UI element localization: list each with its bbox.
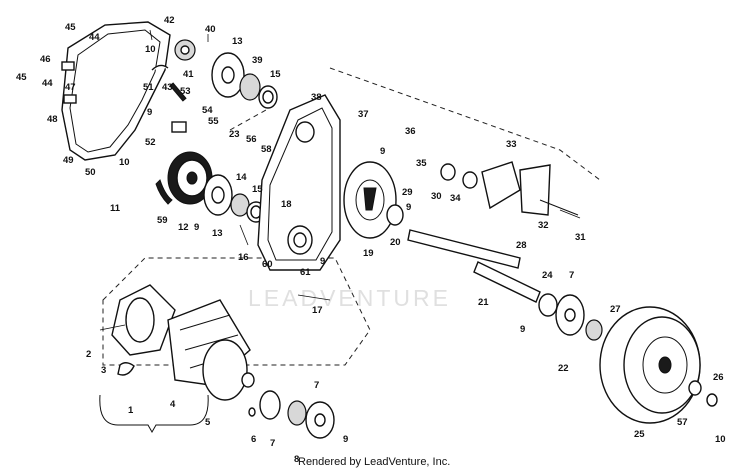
callout-35: 35 (416, 158, 427, 169)
callout-2: 2 (86, 349, 91, 360)
callout-22: 22 (558, 363, 569, 374)
callout-41: 41 (183, 69, 194, 80)
callout-54: 54 (202, 105, 213, 116)
large-sprocket (155, 151, 213, 205)
callout-47: 47 (65, 82, 76, 93)
callout-9: 9 (194, 222, 199, 233)
callout-51: 51 (143, 82, 154, 93)
lower-right-bearings (248, 390, 335, 439)
callout-7: 7 (569, 270, 574, 281)
drive-shaft-assembly (111, 284, 255, 401)
callout-39: 39 (252, 55, 263, 66)
callout-13: 13 (212, 228, 223, 239)
callout-29: 29 (402, 187, 413, 198)
dashed-outlines (102, 67, 601, 366)
callout-28: 28 (516, 240, 527, 251)
callout-12: 12 (178, 222, 189, 233)
callout-18: 18 (281, 199, 292, 210)
callout-25: 25 (634, 429, 645, 440)
callout-60: 60 (262, 259, 273, 270)
tensioner-parts (151, 64, 187, 133)
callout-16: 16 (238, 252, 249, 263)
callout-56: 56 (246, 134, 257, 145)
callout-33: 33 (506, 139, 517, 150)
callout-58: 58 (261, 144, 272, 155)
callout-21: 21 (478, 297, 489, 308)
callout-17: 17 (312, 305, 323, 316)
callout-55: 55 (208, 116, 219, 127)
callout-43: 43 (162, 82, 173, 93)
callout-31: 31 (575, 232, 586, 243)
callout-9: 9 (520, 324, 525, 335)
callout-7: 7 (270, 438, 275, 449)
callout-42: 42 (164, 15, 175, 26)
callout-20: 20 (390, 237, 401, 248)
callout-24: 24 (542, 270, 553, 281)
callout-44: 44 (42, 78, 53, 89)
brake-caliper (440, 161, 579, 216)
callout-45: 45 (16, 72, 27, 83)
lower-bearing-stack (203, 174, 266, 223)
callout-15: 15 (270, 69, 281, 80)
callout-3: 3 (101, 365, 106, 376)
callout-10: 10 (715, 434, 726, 445)
callout-4: 4 (170, 399, 176, 410)
footer-credit: Rendered by LeadVenture, Inc. (298, 456, 451, 468)
callout-9: 9 (406, 202, 411, 213)
callout-32: 32 (538, 220, 549, 231)
callout-30: 30 (431, 191, 442, 202)
callout-7: 7 (314, 380, 319, 391)
callout-23: 23 (229, 129, 240, 140)
upper-bearing-stack (211, 52, 278, 109)
brake-disc (343, 161, 397, 239)
callout-38: 38 (311, 92, 322, 103)
callout-26: 26 (713, 372, 724, 383)
callout-45: 45 (65, 22, 76, 33)
callout-40: 40 (205, 24, 216, 35)
callout-50: 50 (85, 167, 96, 178)
assembly-bracket (99, 394, 209, 434)
secondary-clutch (599, 306, 718, 424)
callout-labels: 45 44 46 45 47 44 48 49 50 42 10 40 13 3… (16, 15, 726, 465)
callout-1: 1 (128, 405, 134, 416)
callout-11: 11 (110, 203, 121, 214)
callout-10: 10 (119, 157, 130, 168)
callout-48: 48 (47, 114, 58, 125)
bolts (99, 29, 581, 331)
callout-59: 59 (157, 215, 168, 226)
watermark: LEADVENTURE (248, 285, 451, 311)
jackshaft (386, 204, 541, 303)
chaincase-housing (257, 94, 341, 271)
callout-8: 8 (294, 454, 299, 465)
callout-15: 15 (252, 184, 263, 195)
callout-34: 34 (450, 193, 461, 204)
callout-9: 9 (343, 434, 348, 445)
sprocket-small (174, 39, 196, 61)
callout-57: 57 (677, 417, 688, 428)
callout-52: 52 (145, 137, 156, 148)
callout-44: 44 (89, 32, 100, 43)
right-bearing-stack (538, 293, 603, 341)
callout-19: 19 (363, 248, 374, 259)
callout-27: 27 (610, 304, 621, 315)
callout-9: 9 (147, 107, 152, 118)
callout-14: 14 (236, 172, 247, 183)
callout-9: 9 (320, 256, 325, 267)
callout-5: 5 (205, 417, 211, 428)
callout-46: 46 (40, 54, 51, 65)
callout-9: 9 (380, 146, 385, 157)
callout-53: 53 (180, 86, 191, 97)
callout-6: 6 (251, 434, 256, 445)
chain-case-cover (61, 21, 171, 161)
callout-37: 37 (358, 109, 369, 120)
callout-36: 36 (405, 126, 416, 137)
callout-61: 61 (300, 267, 311, 278)
callout-10: 10 (145, 44, 156, 55)
callout-13: 13 (232, 36, 243, 47)
callout-49: 49 (63, 155, 74, 166)
